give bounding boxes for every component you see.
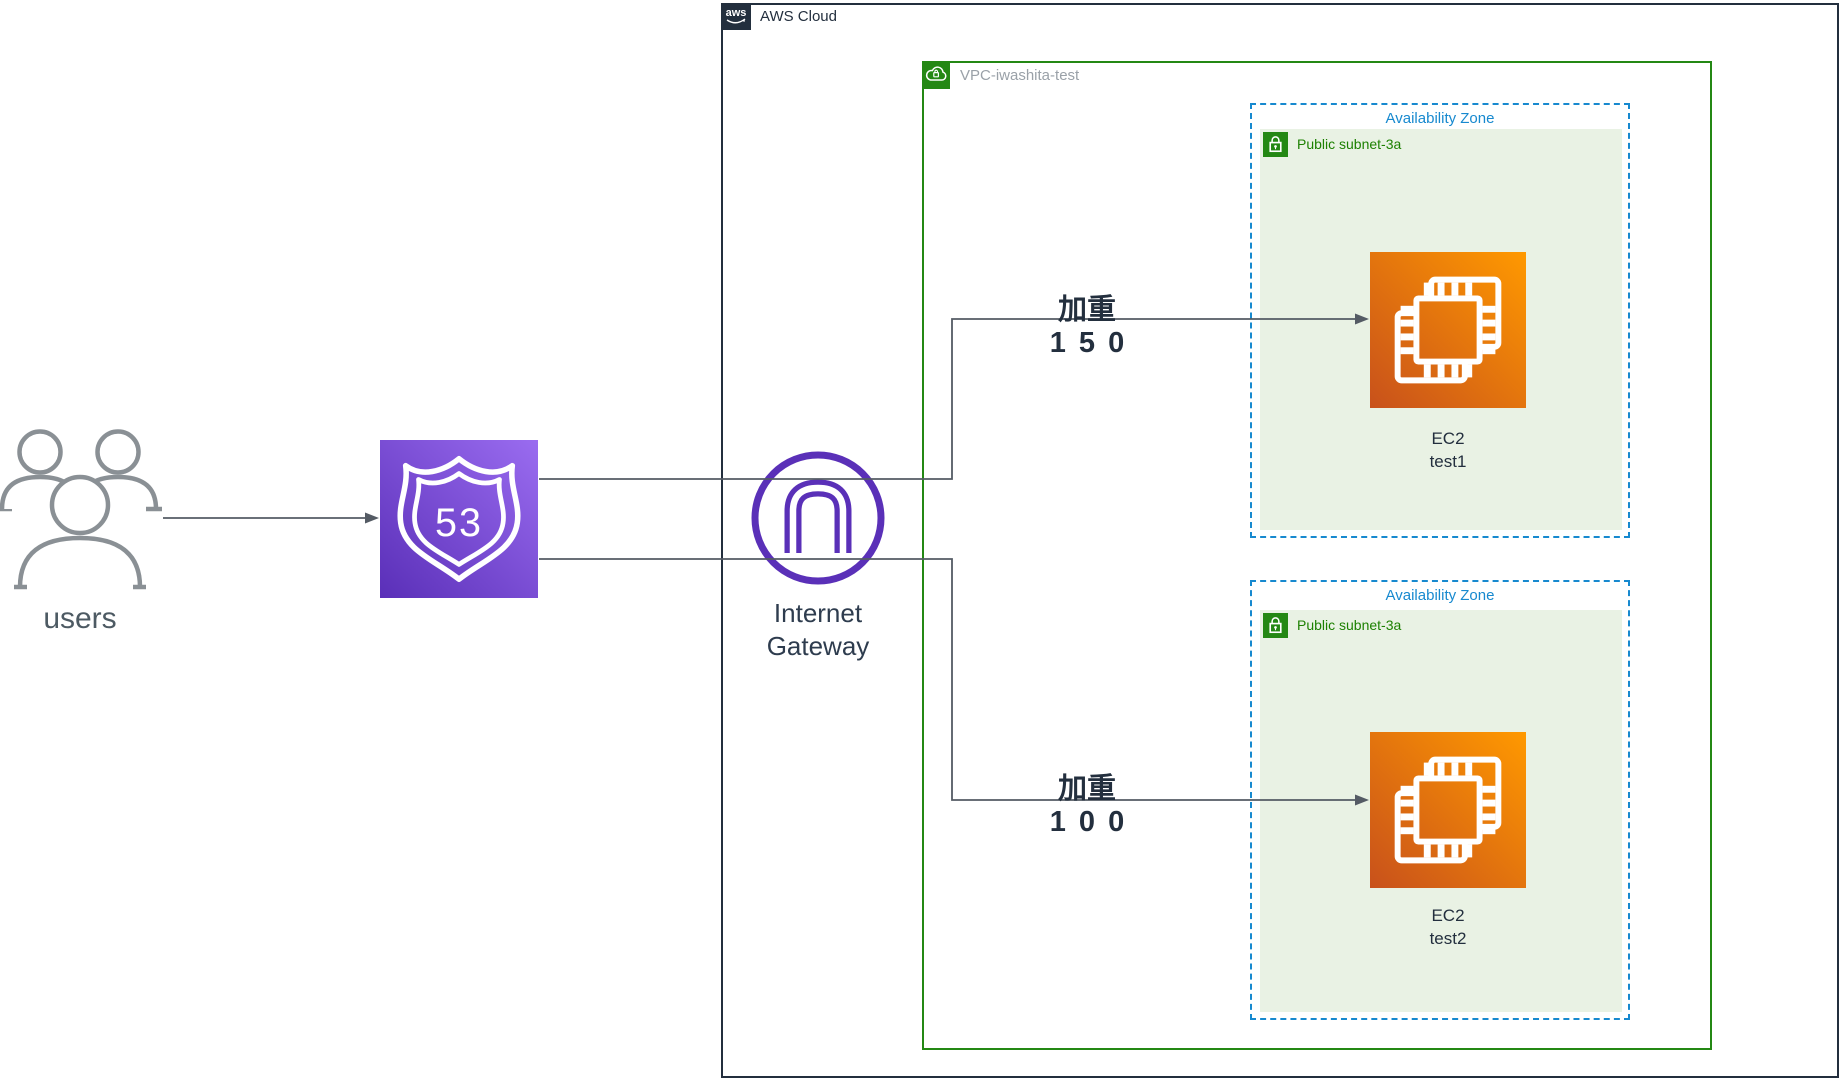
weight-value: 150 bbox=[1049, 327, 1138, 359]
igw-label-line2: Gateway bbox=[766, 631, 870, 661]
arrowhead-route53 bbox=[365, 512, 379, 524]
subnet-label: Public subnet-3a bbox=[1297, 617, 1402, 633]
users-group-icon bbox=[0, 429, 162, 590]
availability-zone-label: Availability Zone bbox=[1385, 110, 1495, 127]
availability-zone-label: Availability Zone bbox=[1385, 587, 1495, 604]
weight-title: 加重 bbox=[1057, 294, 1116, 326]
weight-value: 100 bbox=[1049, 806, 1138, 838]
aws-logo: aws bbox=[721, 3, 751, 30]
aws-logo-icon: aws bbox=[726, 7, 747, 24]
vpc-label: VPC-iwashita-test bbox=[960, 67, 1080, 84]
internet-gateway-arch-icon bbox=[751, 451, 885, 585]
users-icon bbox=[0, 425, 165, 595]
ec2-name: EC2 bbox=[1431, 429, 1465, 448]
weight-label-150: 加重 150 bbox=[1017, 293, 1157, 360]
internet-gateway-icon bbox=[748, 448, 888, 588]
subnet-label: Public subnet-3a bbox=[1297, 136, 1402, 152]
ec2-icon bbox=[1369, 252, 1527, 408]
ec2-icon bbox=[1369, 732, 1527, 888]
padlock-icon bbox=[1269, 617, 1282, 634]
ec2-sub-name: test2 bbox=[1429, 929, 1467, 948]
route53-shield-icon: 53 bbox=[380, 440, 538, 598]
ec2-sub-name: test1 bbox=[1429, 452, 1467, 471]
vpc-icon bbox=[922, 61, 950, 89]
route53-badge: 53 bbox=[435, 501, 483, 545]
igw-label-line1: Internet bbox=[773, 598, 863, 628]
ec2-name: EC2 bbox=[1431, 906, 1465, 925]
vpc-cloud-lock-icon bbox=[925, 66, 947, 81]
ec2-instance-icon bbox=[1370, 252, 1526, 408]
route53-icon: 53 bbox=[379, 440, 539, 598]
aws-cloud-box bbox=[721, 3, 1839, 1078]
weight-label-100: 加重 100 bbox=[1017, 772, 1157, 839]
subnet-lock-icon bbox=[1263, 132, 1288, 157]
padlock-icon bbox=[1269, 136, 1282, 153]
users-label: users bbox=[43, 602, 117, 635]
ec2-label: EC2 test2 bbox=[1369, 904, 1527, 950]
svg-text:aws: aws bbox=[726, 7, 747, 19]
vpc-box bbox=[922, 61, 1712, 1050]
weight-title: 加重 bbox=[1057, 773, 1116, 805]
ec2-label: EC2 test1 bbox=[1369, 427, 1527, 473]
ec2-instance-icon bbox=[1370, 732, 1526, 888]
internet-gateway-label: Internet Gateway bbox=[733, 597, 903, 663]
subnet-lock-icon bbox=[1263, 613, 1288, 638]
aws-cloud-label: AWS Cloud bbox=[760, 8, 837, 25]
